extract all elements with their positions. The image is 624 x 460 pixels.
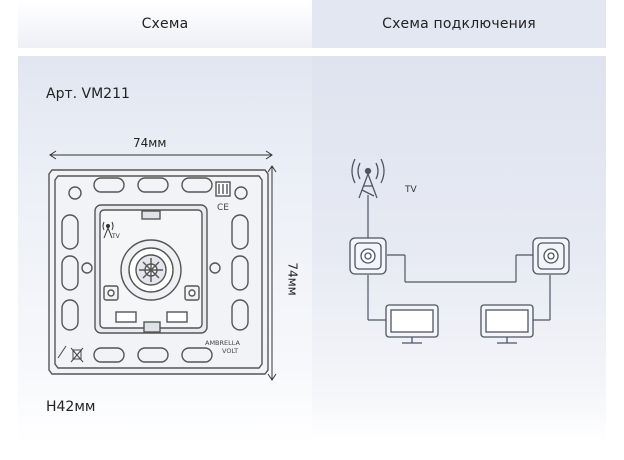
tv-monitor-2-icon [480, 304, 534, 344]
tab-wiring-scheme[interactable]: Схема подключения [312, 0, 606, 48]
brand-line1: AMBRELLA [205, 339, 241, 347]
height-dimension-line [267, 165, 277, 381]
socket-1-icon [349, 237, 387, 275]
tv-badge: TV [111, 233, 121, 240]
tab-scheme[interactable]: Схема [18, 0, 312, 48]
socket-2-icon [532, 237, 570, 275]
tab-scheme-label: Схема [141, 16, 189, 32]
wiring-lines [367, 195, 551, 321]
brand-line2: VOLT [222, 347, 238, 355]
antenna-label: TV [405, 185, 417, 195]
disposal-icon [57, 345, 84, 363]
tv-antenna-small-icon [102, 221, 114, 239]
tab-wiring-label: Схема подключения [382, 16, 536, 32]
article-label: Арт. VM211 [46, 86, 130, 102]
antenna-icon [351, 158, 385, 199]
tv-monitor-1-icon [385, 304, 439, 344]
width-dimension-line [49, 150, 273, 160]
ce-mark: CE [217, 203, 229, 213]
width-dimension: 74мм [133, 136, 167, 150]
depth-label: H42мм [46, 399, 96, 415]
socket-mechanism [48, 169, 269, 375]
